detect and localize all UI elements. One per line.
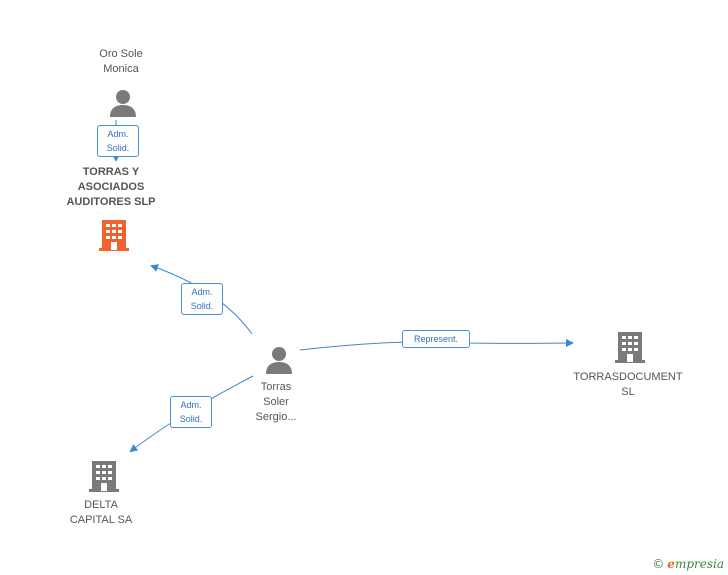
edge-label-adm-solid[interactable]: Adm. Solid.: [181, 283, 223, 315]
node-label-torrasdocument-sl[interactable]: TORRASDOCUMENT SL: [573, 371, 683, 398]
edge-label-represent[interactable]: Represent.: [402, 330, 470, 348]
building-icon[interactable]: [98, 218, 130, 252]
node-label-torras-soler-sergio[interactable]: Torras Soler Sergio...: [255, 381, 297, 423]
person-icon[interactable]: [264, 345, 294, 375]
node-label-torras-asociados[interactable]: TORRAS Y ASOCIADOS AUDITORES SLP: [66, 166, 156, 208]
node-label-delta-capital[interactable]: DELTA CAPITAL SA: [69, 499, 133, 526]
empresia-logo: ©empresia: [652, 557, 724, 571]
node-label-oro-sole-monica[interactable]: Oro Sole Monica: [99, 48, 143, 75]
edge-label-adm-solid[interactable]: Adm. Solid.: [170, 396, 212, 428]
brand-rest: mpresia: [674, 557, 724, 571]
building-icon[interactable]: [614, 330, 646, 364]
building-icon[interactable]: [88, 459, 120, 493]
copyright-symbol: ©: [652, 557, 665, 571]
edge-label-adm-solid[interactable]: Adm. Solid.: [97, 125, 139, 157]
brand-first-letter: e: [667, 557, 675, 571]
person-icon[interactable]: [108, 88, 138, 118]
